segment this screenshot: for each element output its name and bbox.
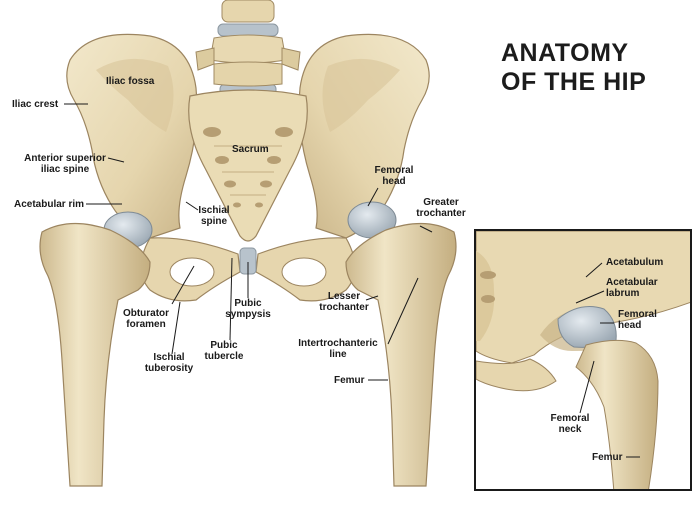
inset-label-femoral-head-line-1: Femoral: [618, 309, 657, 320]
label-femur: Femur: [334, 375, 365, 386]
inset-label-femoral-head-line-2: head: [618, 320, 642, 331]
label-greater-trochanter: Greater trochanter: [410, 197, 472, 219]
label-pubic-tubercle: Pubic tubercle: [198, 340, 250, 362]
label-femoral-head-line-1: Femoral: [374, 165, 414, 176]
inset-label-acetabular-labrum-line-1: Acetabular: [606, 277, 658, 288]
inset-label-acetabular-labrum: Acetabular labrum: [606, 277, 658, 299]
label-femoral-head: Femoral head: [366, 165, 422, 187]
label-pubic-tubercle-line-2: tubercle: [204, 351, 244, 362]
label-ischial-tuberosity-line-2: tuberosity: [144, 363, 194, 374]
label-anterior-superior-iliac-spine: Anterior superior iliac spine: [16, 153, 114, 175]
inset-label-femoral-neck: Femoral neck: [542, 413, 598, 435]
lumbar-vertebrae: [195, 0, 301, 97]
label-femoral-head-line-2: head: [382, 176, 406, 187]
left-femur: [39, 222, 151, 487]
inset-label-acetabulum: Acetabulum: [606, 257, 664, 268]
inset-label-femur: Femur: [592, 452, 623, 463]
inset-drawing: [476, 231, 690, 489]
label-obturator-foramen: Obturator foramen: [116, 308, 176, 330]
label-iliac-crest: Iliac crest: [12, 99, 59, 110]
label-intertrochanteric-line-2: line: [329, 349, 347, 360]
inset-label-acetabular-labrum-line-2: labrum: [606, 288, 640, 299]
label-pubic-sympysis: Pubic sympysis: [222, 298, 274, 320]
inset-panel: Acetabulum Acetabular labrum Femoral hea…: [474, 229, 692, 491]
label-obturator-line-2: foramen: [126, 319, 166, 330]
label-pubic-tubercle-line-1: Pubic: [210, 340, 238, 351]
label-asis-line-1: Anterior superior: [24, 153, 106, 164]
inset-label-femoral-neck-line-1: Femoral: [550, 413, 590, 424]
label-lesser-trochanter-line-2: trochanter: [319, 302, 369, 313]
label-greater-trochanter-line-1: Greater: [423, 197, 459, 208]
diagram-title: ANATOMY OF THE HIP: [501, 39, 646, 97]
inset-label-femoral-neck-line-2: neck: [558, 424, 582, 435]
label-iliac-fossa: Iliac fossa: [106, 76, 155, 87]
label-ischial-spine-line-2: spine: [200, 216, 228, 227]
title-line-1: ANATOMY: [501, 39, 629, 67]
sacrum: [188, 89, 308, 242]
leader-lines: [64, 103, 433, 381]
left-ilium: [66, 33, 198, 239]
inset-label-femoral-head: Femoral head: [618, 309, 657, 331]
right-femur: [345, 222, 457, 487]
label-ischial-spine: Ischial spine: [194, 205, 234, 227]
label-greater-trochanter-line-2: trochanter: [416, 208, 466, 219]
label-intertrochanteric-line-1: Intertrochanteric: [298, 338, 378, 349]
right-ilium: [298, 33, 430, 239]
label-ischial-tuberosity-line-1: Ischial: [153, 352, 185, 363]
label-ischial-tuberosity: Ischial tuberosity: [138, 352, 200, 374]
label-lesser-trochanter-line-1: Lesser: [327, 291, 361, 302]
right-pubis-ischium: [255, 237, 356, 302]
label-obturator-line-1: Obturator: [122, 308, 170, 319]
label-ischial-spine-line-1: Ischial: [198, 205, 230, 216]
label-intertrochanteric-line: Intertrochanteric line: [288, 338, 388, 360]
label-lesser-trochanter: Lesser trochanter: [314, 291, 374, 313]
title-line-2: OF THE HIP: [501, 68, 647, 96]
label-pubic-sympysis-line-1: Pubic: [234, 298, 262, 309]
label-pubic-sympysis-line-2: sympysis: [225, 309, 271, 320]
label-asis-line-2: iliac spine: [40, 164, 90, 175]
label-sacrum: Sacrum: [232, 144, 269, 155]
left-pubis-ischium: [140, 237, 241, 302]
label-acetabular-rim: Acetabular rim: [14, 199, 85, 210]
